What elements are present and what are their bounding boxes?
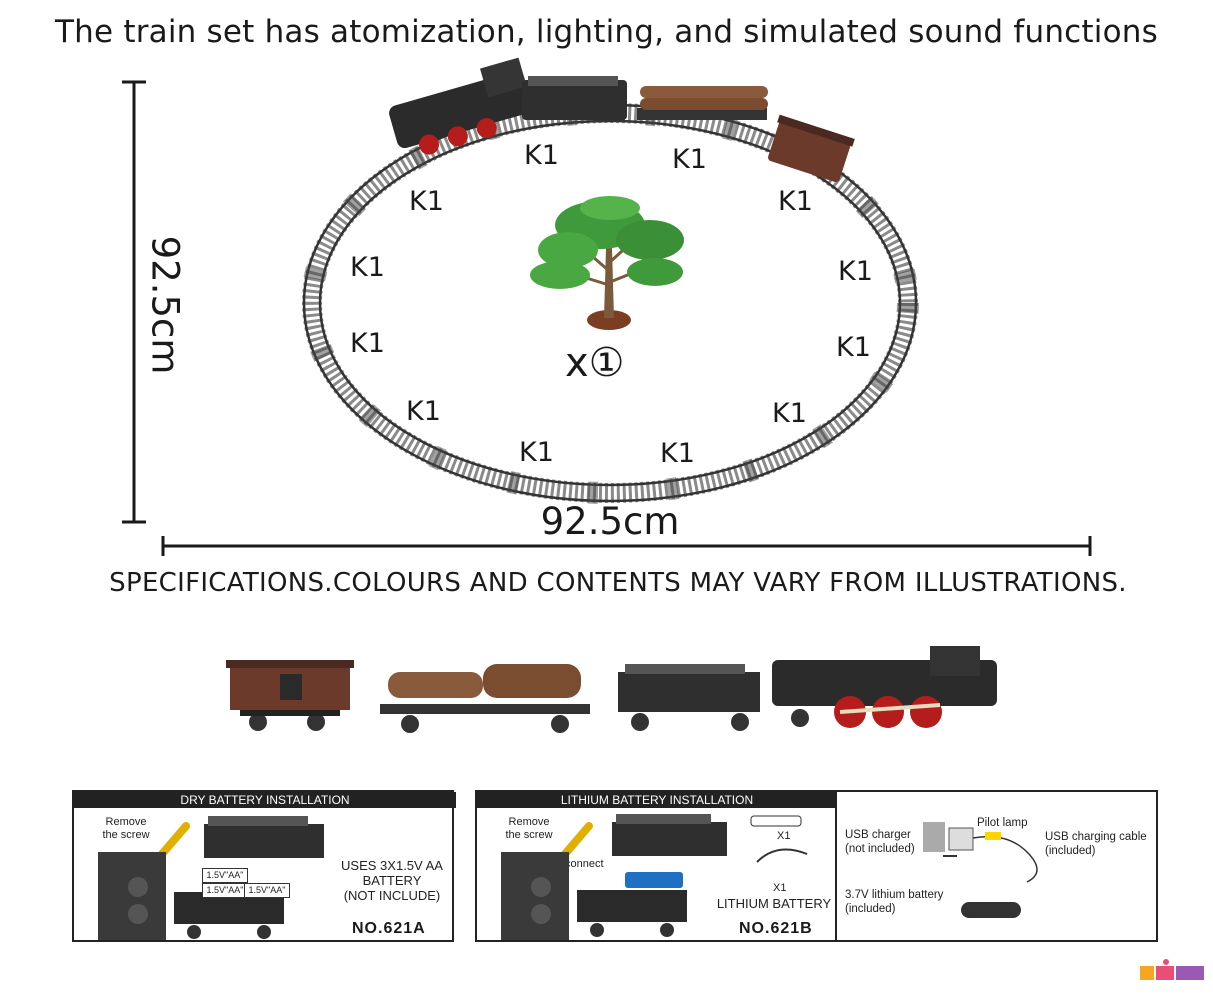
tree-count: x① — [565, 340, 625, 386]
tree-icon — [530, 196, 684, 330]
width-label: 92.5cm — [540, 500, 680, 543]
track-locomotive-icon — [389, 57, 533, 155]
track-piece-label: K1 — [778, 186, 813, 217]
track-piece-label: K1 — [519, 437, 554, 468]
track-log-car-icon — [637, 86, 768, 120]
cell-label: 1.5V"AA" — [202, 868, 248, 883]
step-text: Remove the screw — [505, 816, 553, 841]
track-piece-label: K1 — [660, 438, 695, 469]
battery-icon — [625, 872, 683, 888]
qty-label: X1 — [777, 830, 791, 842]
tender-body-icon — [612, 814, 727, 856]
battery-tray-icon — [577, 890, 687, 937]
step-text: Remove the screw — [102, 816, 150, 841]
headline: The train set has atomization, lighting,… — [55, 14, 1158, 50]
usb-charger-label: USB charger (not included) — [845, 829, 915, 855]
battery-spec: LITHIUM BATTERY — [716, 896, 832, 911]
track-piece-label: K1 — [672, 144, 707, 175]
lithium-battery-label: 3.7V lithium battery (included) — [845, 889, 944, 915]
model-number: NO.621A — [352, 920, 426, 937]
qty-label: X1 — [773, 882, 787, 894]
track-caboose-icon — [768, 114, 855, 183]
usb-cable-icon — [750, 815, 808, 863]
oval-track — [301, 102, 919, 504]
track-piece-label: K1 — [838, 256, 873, 287]
track-piece-label: K1 — [350, 252, 385, 283]
usb-cable-icon — [972, 835, 1038, 883]
battery-spec: USES 3X1.5V AA BATTERY (NOT INCLUDE) — [341, 858, 443, 903]
pilot-lamp-icon — [985, 832, 1001, 840]
lithium-battery-illustration — [501, 814, 808, 940]
charging-illustration — [923, 822, 1038, 918]
steam-locomotive-icon — [772, 646, 997, 728]
caboose-icon — [226, 660, 354, 731]
battery-icon — [961, 902, 1021, 918]
tender-side-icon — [98, 852, 166, 940]
cell-label: 1.5V"AA" — [202, 883, 248, 898]
panel-title: DRY BATTERY INSTALLATION — [74, 792, 456, 808]
track-piece-label: K1 — [406, 396, 441, 427]
tender-icon — [618, 664, 760, 731]
track-train — [389, 57, 855, 183]
model-number: NO.621B — [739, 920, 813, 937]
charging-panel: USB charger (not included) Pilot lamp US… — [835, 790, 1158, 942]
connect-label: connect — [565, 858, 604, 870]
track-piece-label: K1 — [409, 186, 444, 217]
track-piece-label: K1 — [524, 140, 559, 171]
battery-tray-icon — [174, 892, 284, 939]
dry-battery-illustration — [98, 816, 324, 940]
tender-side-icon — [501, 852, 569, 940]
track-tender-icon — [522, 76, 627, 120]
tender-body-icon — [204, 816, 324, 858]
side-view-train — [226, 646, 997, 733]
track-piece-label: K1 — [350, 328, 385, 359]
disclaimer-notice: SPECIFICATIONS.COLOURS AND CONTENTS MAY … — [109, 568, 1127, 598]
height-dimension-line — [122, 80, 146, 524]
width-dimension-line — [161, 536, 1092, 556]
height-label: 92.5cm — [143, 235, 187, 375]
panel-title: LITHIUM BATTERY INSTALLATION — [477, 792, 837, 808]
lithium-battery-panel: LITHIUM BATTERY INSTALLATION Remove the … — [475, 790, 837, 942]
brand-logo — [1140, 959, 1204, 980]
usb-cable-label: USB charging cable (included) — [1045, 831, 1147, 857]
track-piece-label: K1 — [772, 398, 807, 429]
track-piece-label: K1 — [836, 332, 871, 363]
dry-battery-panel: DRY BATTERY INSTALLATION Remove the scre… — [72, 790, 456, 942]
charger-icon — [923, 822, 974, 852]
log-car-icon — [380, 664, 590, 733]
cell-label: 1.5V"AA" — [244, 883, 290, 898]
pilot-lamp-label: Pilot lamp — [977, 817, 1028, 829]
